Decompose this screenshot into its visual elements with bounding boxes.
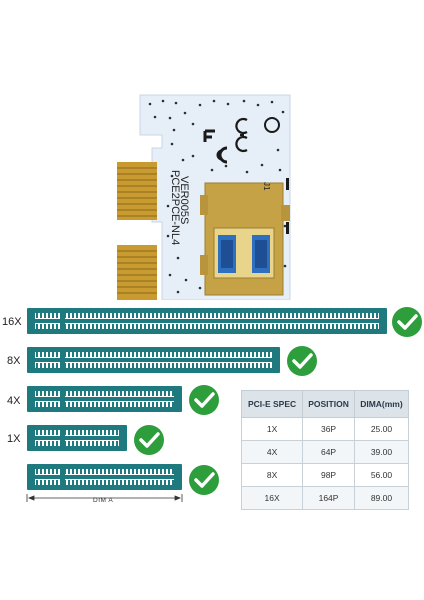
slot-label-8x: 8X [7,355,21,367]
cell-spec: 1X [240,417,304,441]
pcie-slot-diagrams [26,307,422,502]
cell-position: 98P [302,463,355,487]
table-row: 1X 36P 25.00 [240,417,410,441]
table-row: 8X 98P 56.00 [240,463,410,487]
cell-dima: 39.00 [353,440,410,464]
check-icon-8x [287,346,317,376]
gold-fingers [117,162,157,300]
cell-position: 64P [302,440,355,464]
table-header-row: PCI-E SPEC POSITION DIMA(mm) [240,390,410,418]
gold-finger-lines [117,167,157,294]
usb-connector [200,182,290,296]
table-row: 16X 164P 89.00 [240,486,410,510]
cell-dima: 25.00 [353,417,410,441]
cell-spec: 8X [240,463,304,487]
header-dima: DIMA(mm) [353,390,410,418]
slot-label-16x: 16X [2,316,22,328]
cell-spec: 4X [240,440,304,464]
board-version-text: VER005S [178,176,190,224]
table-row: 4X 64P 39.00 [240,440,410,464]
pcie-spec-table: PCI-E SPEC POSITION DIMA(mm) 1X 36P 25.0… [240,390,410,510]
header-pcie-spec: PCI-E SPEC [240,390,304,418]
slot-16x [27,308,387,334]
cell-dima: 56.00 [353,463,410,487]
dim-a-arrow [26,494,183,502]
check-icon-1x [134,425,164,455]
check-icon-4x [189,385,219,415]
slot-label-4x: 4X [7,395,21,407]
slot-1x [27,425,127,451]
slot-label-1x: 1X [7,433,21,445]
edge-marks [286,178,289,234]
ce-mark [235,117,248,153]
slot-dim-a [27,464,182,490]
cell-spec: 16X [240,486,304,510]
pcie-riser-board: PCE2PCE-NL4 VER005S J1 [117,94,291,300]
dim-a-label: DIM A [93,497,114,504]
cell-dima: 89.00 [353,486,410,510]
slot-8x [27,347,280,373]
circle-mark [264,117,280,133]
board-j-label: J1 [262,182,271,191]
check-icon-16x [392,307,422,337]
fcc-mark [203,129,228,164]
cell-position: 36P [302,417,355,441]
solder-dots [148,99,287,294]
check-icon-dim [189,465,219,495]
header-position: POSITION [302,390,355,418]
cell-position: 164P [302,486,355,510]
slot-4x [27,386,182,412]
board-model-text: PCE2PCE-NL4 [169,170,181,245]
